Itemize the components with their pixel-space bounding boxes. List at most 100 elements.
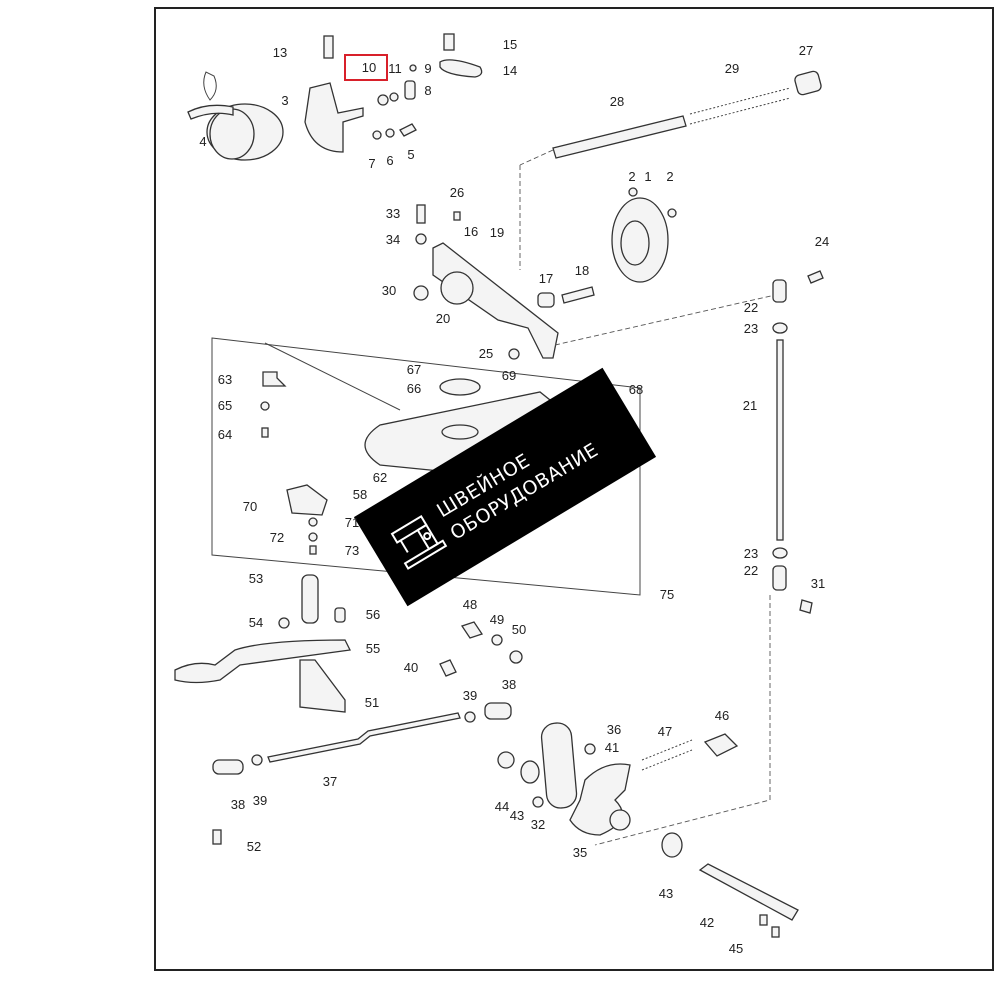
part-label-65: 65 [218,398,232,413]
part-label-71: 71 [345,515,359,530]
part-label-51: 51 [365,695,379,710]
part-33-screw [416,204,426,224]
part-22-link [772,279,787,303]
part-label-38: 38 [502,677,516,692]
part-73-screw [309,545,317,555]
dash-line [554,294,776,346]
part-label-39: 39 [463,688,477,703]
part-21-rod [776,339,784,541]
part-71-washer [308,517,318,527]
part-label-49: 49 [490,612,504,627]
part-label-28: 28 [610,94,624,109]
part-label-69: 69 [502,368,516,383]
part-label-11: 11 [388,61,402,76]
part-label-40: 40 [404,660,418,675]
part-label-36: 36 [607,722,621,737]
part-53-pin [301,574,319,624]
part-label-42: 42 [700,915,714,930]
part-4-face [209,108,255,160]
part-51-bracket [299,659,346,713]
part-39-nut [464,711,476,723]
part-29-spring [689,87,791,125]
part-label-56: 56 [366,607,380,622]
part-label-67: 67 [407,362,421,377]
part-11-washer [389,92,399,102]
part-label-23: 23 [744,546,758,561]
part-label-45: 45 [729,941,743,956]
part-35-hub [609,809,631,831]
part-32-nut [532,796,544,808]
sewing-machine-icon [390,515,448,570]
part-66-disc [439,378,481,396]
part-label-37: 37 [323,774,337,789]
part-label-14: 14 [503,63,517,78]
part-17-bushing [537,292,555,308]
part-label-29: 29 [725,61,739,76]
part-63-block [262,371,287,387]
part-label-9: 9 [424,61,431,76]
part-label-21: 21 [743,398,757,413]
part-65-washer [260,401,270,411]
part-label-1: 1 [644,169,651,184]
part-52-screw [212,829,222,845]
part-label-16: 16 [464,224,478,239]
part-label-3: 3 [281,93,288,108]
part-label-5: 5 [407,147,414,162]
part-label-24: 24 [815,234,829,249]
part-56-screw [334,607,346,623]
part-2-screw [667,208,677,218]
dash-line [594,595,771,846]
part-27-collar [794,70,822,96]
watermark-background [353,367,657,607]
part-label-50: 50 [512,622,526,637]
part-48-screw [460,621,484,639]
part-26-pin [453,211,461,221]
part-25-nut [508,348,520,360]
part-label-2: 2 [628,169,635,184]
part-label-18: 18 [575,263,589,278]
part-label-52: 52 [247,839,261,854]
part-8-sleeve [404,80,416,100]
part-label-17: 17 [539,271,553,286]
part-label-2: 2 [666,169,673,184]
part-label-26: 26 [450,185,464,200]
part-label-64: 64 [218,427,232,442]
part-46-block [703,733,739,757]
part-43-washer [520,760,540,784]
part-plate-hole [441,424,479,440]
part-72-washer [308,532,318,542]
part-23-nut [772,322,788,334]
part-label-63: 63 [218,372,232,387]
part-label-22: 22 [744,300,758,315]
part-23-nut [772,547,788,559]
part-45-screw [771,926,780,938]
part-label-19: 19 [490,225,504,240]
plate-assembly-box [211,337,641,596]
part-39-nut [251,754,263,766]
part-label-7: 7 [368,156,375,171]
part-label-34: 34 [386,232,400,247]
part-4-tab [187,104,234,120]
part-label-27: 27 [799,43,813,58]
part-spring-clip [203,71,217,101]
part-label-43: 43 [510,808,524,823]
part-label-47: 47 [658,724,672,739]
part-3-bracket [304,82,364,153]
part-label-35: 35 [573,845,587,860]
part-40-screw [439,659,457,677]
part-22-link [772,565,787,591]
part-43-washer [661,832,683,858]
part-15-screw [443,33,455,51]
part-label-43: 43 [659,886,673,901]
part-label-41: 41 [605,740,619,755]
watermark: ШВЕЙНОЕ ОБОРУДОВАНИЕ [353,367,657,607]
part-label-75: 75 [660,587,674,602]
part-42-shaft [698,863,799,921]
part-5-screw [399,123,417,137]
part-36-plate [540,722,578,809]
part-44-ring [497,751,515,769]
part-label-73: 73 [345,543,359,558]
part-50-washer [509,650,523,664]
part-label-55: 55 [366,641,380,656]
part-41-nut [584,743,596,755]
